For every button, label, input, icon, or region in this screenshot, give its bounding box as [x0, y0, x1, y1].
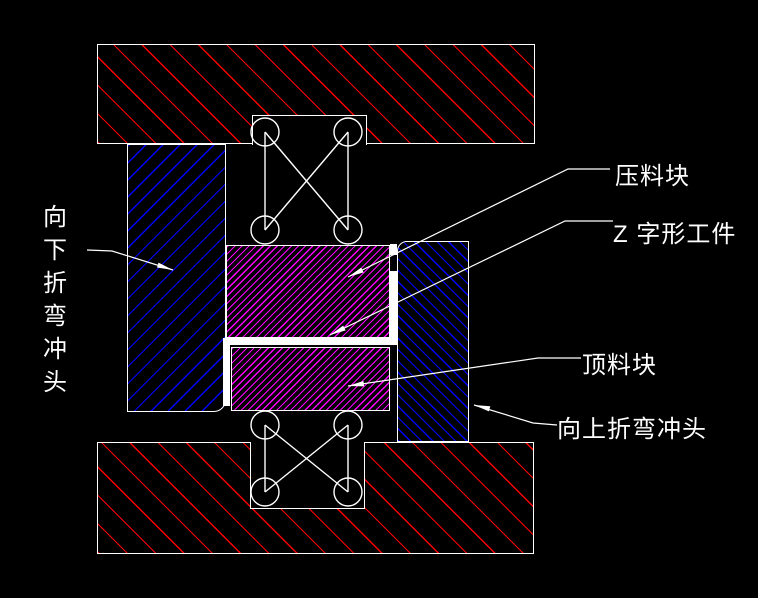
upward-bending-punch: [397, 241, 469, 442]
workpiece-web: [223, 338, 397, 345]
downward-bending-punch: [127, 144, 226, 412]
label-workpiece: Z 字形工件: [613, 221, 737, 248]
workpiece-left-flange: [223, 338, 230, 406]
ejector-block: [231, 347, 390, 411]
lower-spring-pocket: [250, 442, 365, 509]
label-downward-punch: 向下折弯冲头: [43, 204, 67, 396]
workpiece-right-flange: [390, 271, 397, 345]
pressing-block: [226, 245, 390, 338]
workpiece-right-flange-tip: [390, 244, 397, 255]
upper-spring-pocket: [252, 115, 367, 145]
leader-upward-punch: [473, 404, 558, 426]
label-upward-punch: 向上折弯冲头: [557, 416, 707, 443]
label-press-block: 压料块: [615, 163, 690, 190]
label-ejector-block: 顶料块: [582, 352, 657, 379]
arrowhead: [474, 405, 491, 412]
